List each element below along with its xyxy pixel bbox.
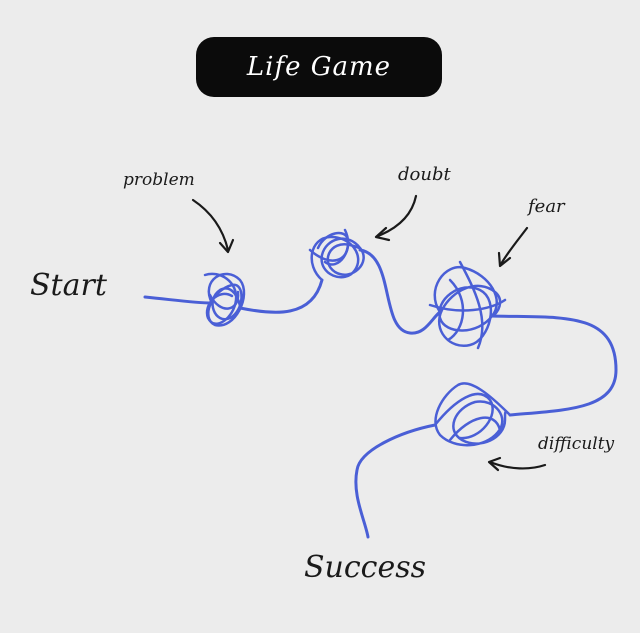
life-path (143, 248, 618, 539)
problem-tangle (203, 272, 246, 327)
label-problem: problem (123, 170, 195, 190)
label-doubt: doubt (398, 164, 451, 185)
difficulty-arrow (487, 456, 547, 472)
doubt-arrow (374, 194, 418, 242)
label-success: Success (304, 550, 427, 585)
diagram-title: Life Game (246, 52, 392, 82)
fear-arrow (497, 226, 529, 268)
label-start: Start (30, 268, 107, 303)
title-badge: Life Game (196, 37, 442, 97)
label-fear: fear (528, 196, 565, 217)
label-difficulty: difficulty (538, 434, 615, 454)
doubt-tangle (308, 228, 365, 282)
difficulty-tangle (433, 382, 512, 447)
fear-tangle (428, 260, 507, 350)
problem-arrow (191, 198, 235, 254)
